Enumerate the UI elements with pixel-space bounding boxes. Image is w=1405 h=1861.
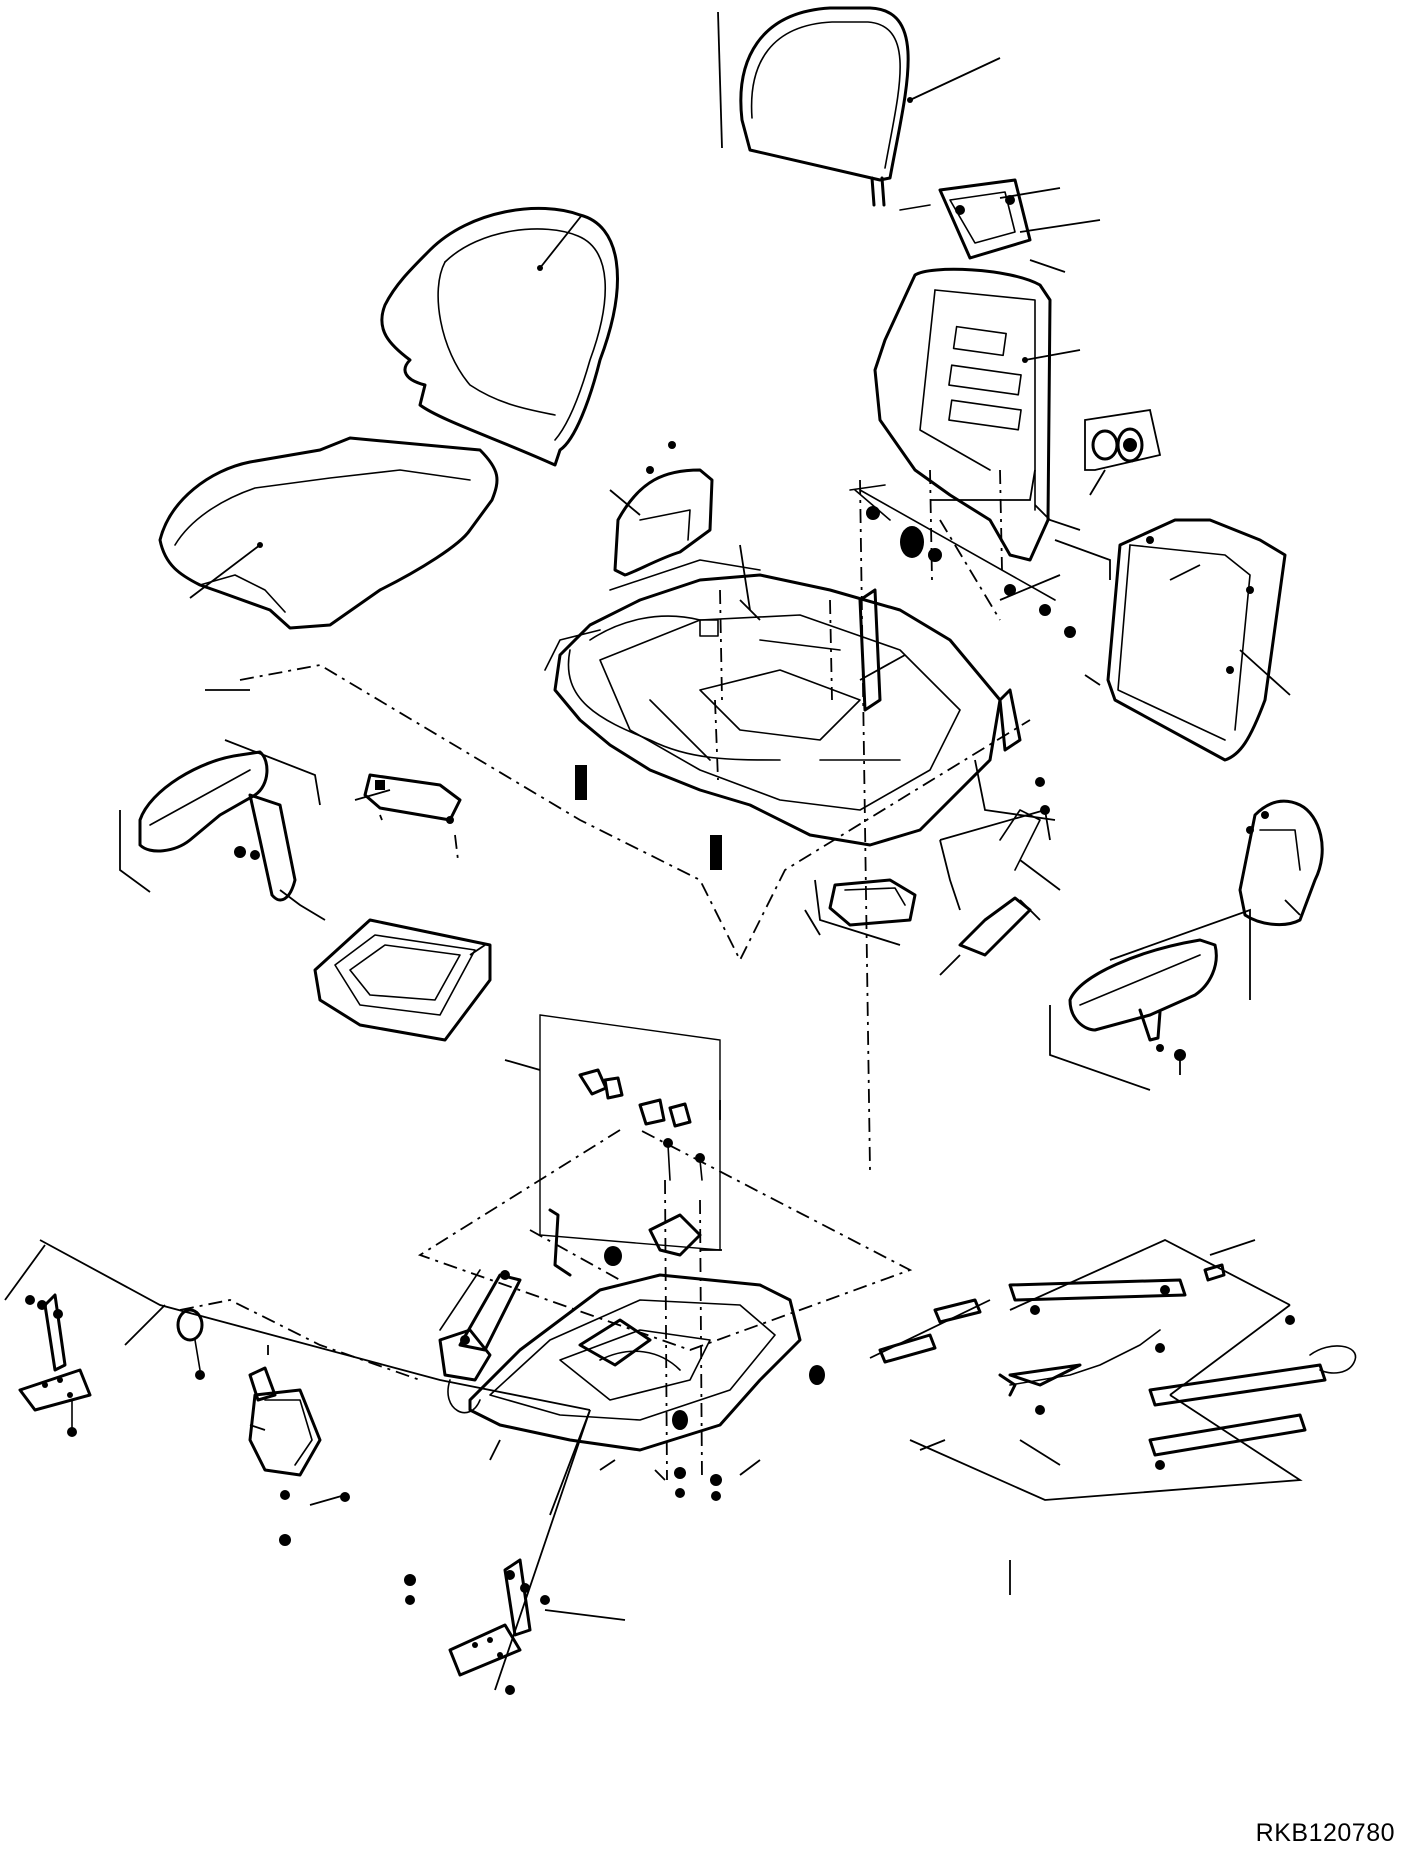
- drawing-code-label: RKB120780: [1255, 1819, 1395, 1847]
- suspension-assembly: [468, 1246, 825, 1501]
- console-assembly: [39, 1239, 591, 1691]
- suspension-upper-parts: [439, 1068, 705, 1352]
- seatback-frame: [873, 267, 1081, 581]
- armrest-left: [119, 739, 326, 921]
- headrest: [717, 6, 1001, 207]
- slide-lever: [869, 1263, 1226, 1364]
- seatback-rear-cover: [1084, 518, 1291, 762]
- slide-adjuster: [804, 878, 917, 936]
- side-cover-right: [1238, 799, 1324, 927]
- side-cover-left: [609, 441, 714, 577]
- lumbar-knob: [1084, 408, 1162, 496]
- assembly-lines: [179, 479, 1031, 1481]
- sub-assembly-brackets: [539, 469, 1111, 1251]
- seat-cushion: [158, 436, 499, 630]
- armrest-bracket: [354, 773, 462, 861]
- armrest-right: [1049, 908, 1251, 1091]
- slide-rails: [909, 1238, 1357, 1501]
- seat-tray: [313, 918, 492, 1042]
- pedal-right: [448, 1558, 626, 1695]
- seatback-cushion: [380, 206, 619, 467]
- seat-frame: [544, 544, 1061, 847]
- leader-lines: [205, 599, 1256, 1595]
- tilt-lever: [939, 805, 1061, 976]
- headrest-bracket: [899, 178, 1101, 273]
- pedal-left: [4, 1244, 92, 1437]
- frame-fasteners: [575, 484, 1076, 870]
